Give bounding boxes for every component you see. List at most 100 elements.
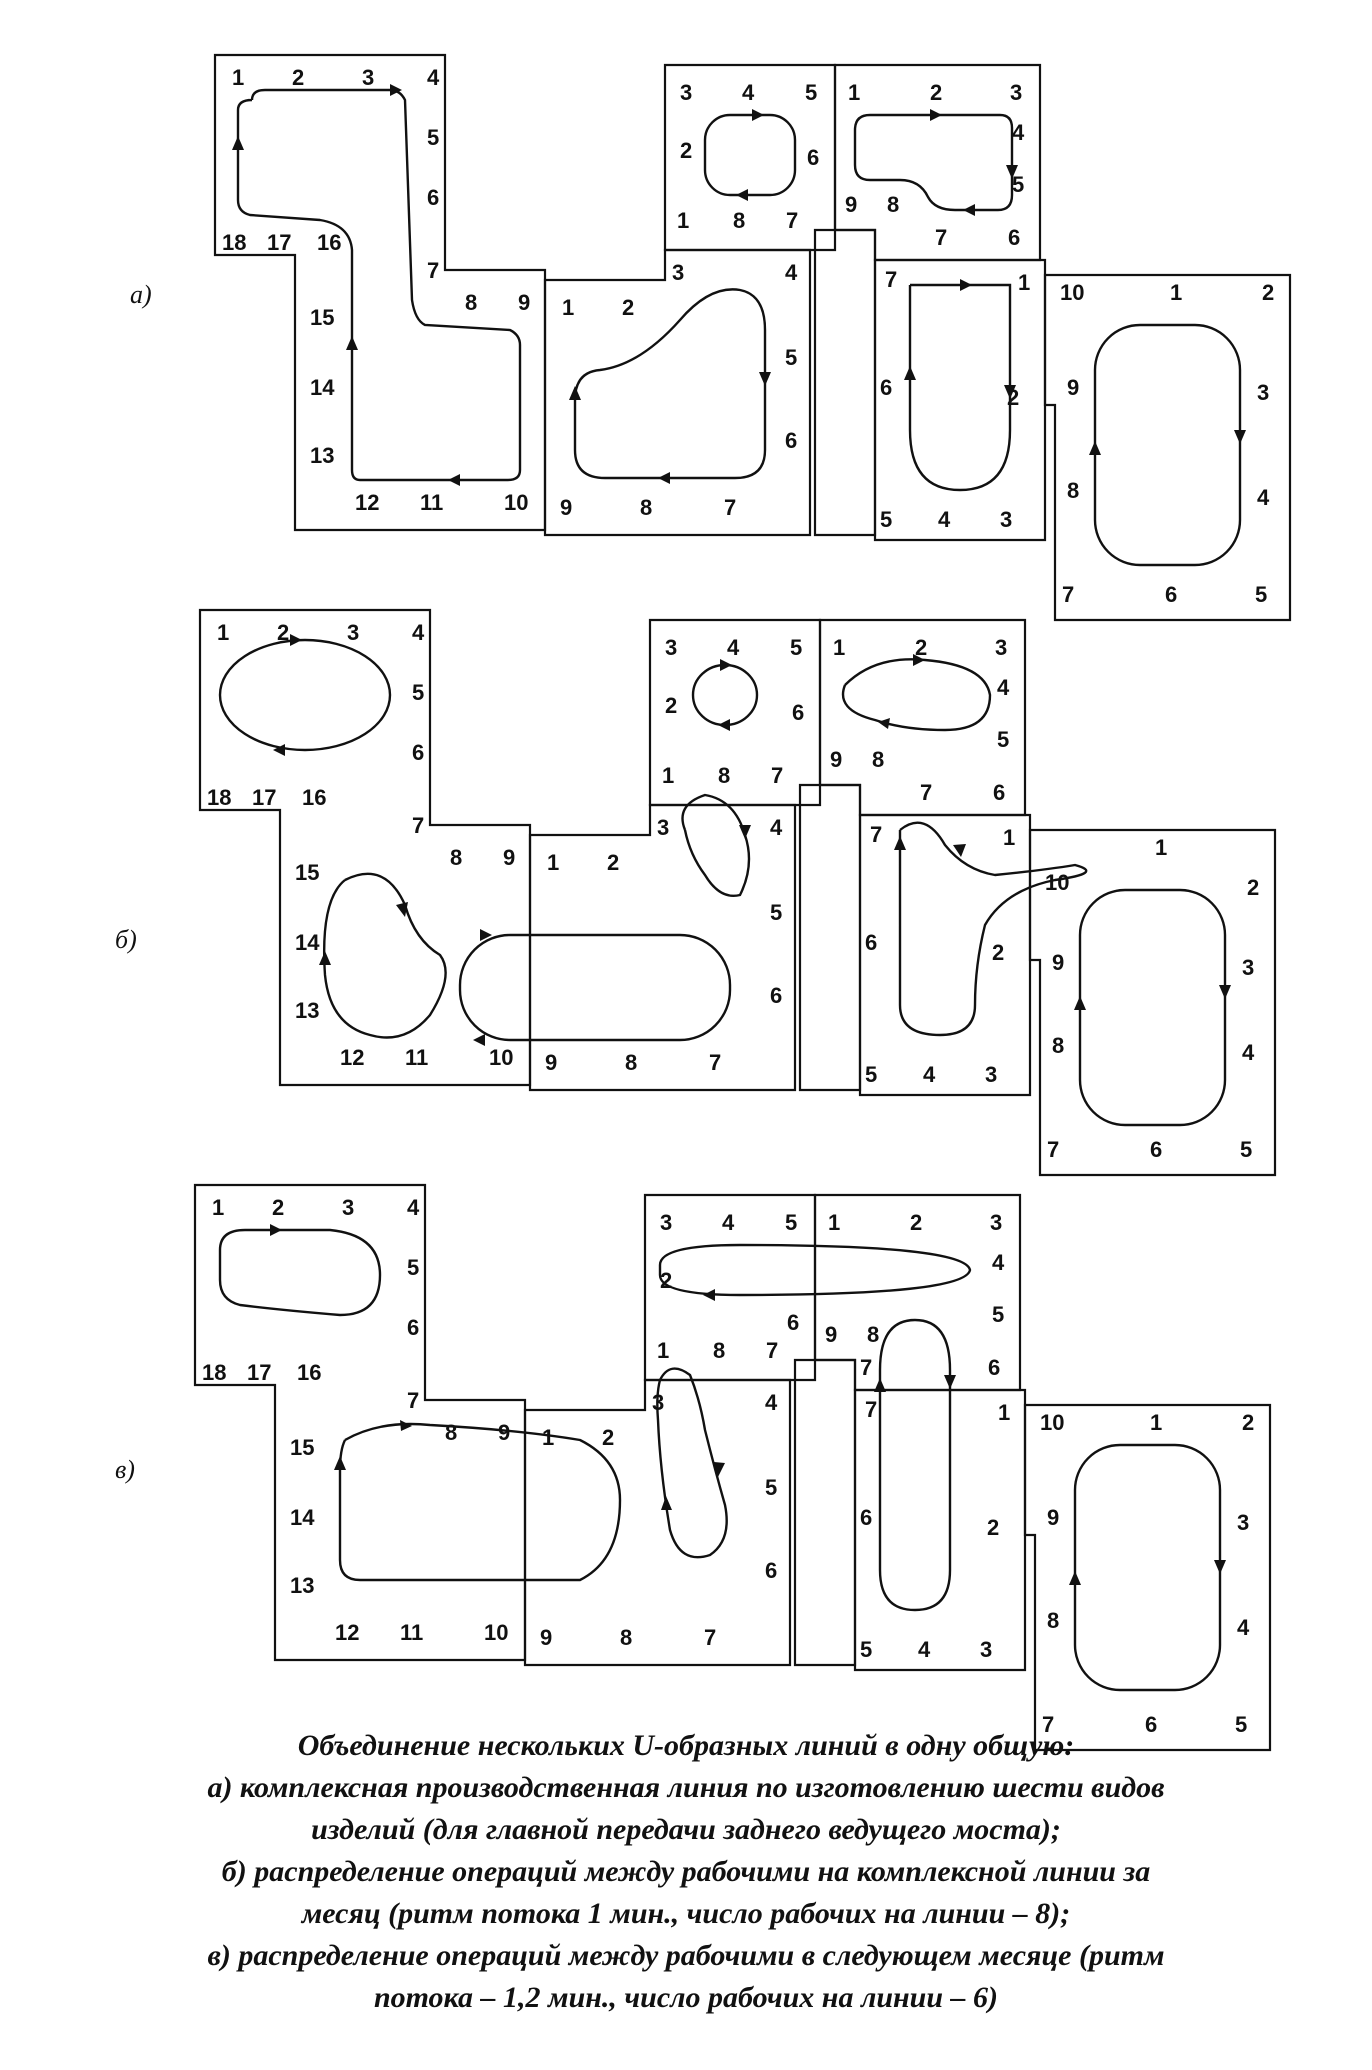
op-label: 1 <box>662 763 674 788</box>
diagram-b: б) 1 2 3 4 5 6 7 8 9 10 11 12 13 14 15 1… <box>115 608 1277 1177</box>
flow-loop <box>573 288 767 480</box>
op-label: 3 <box>985 1062 997 1087</box>
op-label: 14 <box>295 930 320 955</box>
flow-loop <box>691 663 759 727</box>
diagram-a-cell-6-labels: 1 2 3 4 5 6 7 8 9 10 <box>1060 280 1274 607</box>
op-label: 7 <box>407 1388 419 1413</box>
op-label: 6 <box>807 145 819 170</box>
op-label: 13 <box>290 1573 314 1598</box>
op-label: 2 <box>607 850 619 875</box>
arrow <box>390 84 402 96</box>
arrow <box>944 1375 956 1389</box>
op-label: 4 <box>765 1390 778 1415</box>
diagram-c-cell-3-labels: 1 2 3 4 5 6 7 8 <box>657 1210 799 1363</box>
op-label: 6 <box>1165 582 1177 607</box>
op-label: 7 <box>412 813 424 838</box>
diagram-a-cell-5-labels: 1 2 3 4 5 6 7 <box>880 267 1030 532</box>
diagram-b-cell-3-labels: 1 2 3 4 5 6 7 8 <box>662 635 804 788</box>
op-label: 2 <box>1242 1410 1254 1435</box>
caption-line: месяц (ритм потока 1 мин., число рабочих… <box>301 1897 1071 1930</box>
op-label: 8 <box>450 845 462 870</box>
diagram-b-cell-4-labels: 1 2 3 4 5 6 7 8 9 <box>830 635 1010 805</box>
op-label: 4 <box>1242 1040 1255 1065</box>
op-label: 6 <box>860 1505 872 1530</box>
op-label: 3 <box>995 635 1007 660</box>
diagram-b-cell-6-labels: 1 2 3 4 5 6 7 8 9 10 <box>1045 835 1259 1162</box>
arrow <box>963 204 975 216</box>
op-label: 4 <box>938 507 951 532</box>
op-label: 10 <box>1040 1410 1064 1435</box>
op-label: 4 <box>785 260 798 285</box>
op-label: 8 <box>625 1050 637 1075</box>
op-label: 5 <box>1255 582 1267 607</box>
diagram-c-cell-5-labels: 1 2 3 4 5 6 7 <box>860 1397 1010 1662</box>
arrow <box>270 1224 282 1236</box>
op-label: 7 <box>724 495 736 520</box>
op-label: 9 <box>498 1420 510 1445</box>
diagram-c-label: в) <box>115 1455 135 1484</box>
op-label: 2 <box>622 295 634 320</box>
op-label: 1 <box>1170 280 1182 305</box>
op-label: 9 <box>518 290 530 315</box>
arrow <box>334 1456 346 1470</box>
arrow <box>736 189 748 201</box>
arrow <box>319 951 331 965</box>
arrow <box>913 654 925 666</box>
arrow <box>904 366 916 380</box>
diagram-a-loops <box>232 84 1246 567</box>
arrow <box>953 844 966 857</box>
op-label: 9 <box>830 747 842 772</box>
op-label: 17 <box>252 785 276 810</box>
op-label: 3 <box>660 1210 672 1235</box>
op-label: 18 <box>202 1360 226 1385</box>
op-label: 6 <box>988 1355 1000 1380</box>
arrow <box>718 719 730 731</box>
op-label: 2 <box>665 693 677 718</box>
diagram-b-cell-1-labels: 1 2 3 4 5 6 7 8 9 10 11 12 13 14 15 16 1… <box>207 620 515 1070</box>
op-label: 4 <box>1012 120 1025 145</box>
op-label: 8 <box>887 192 899 217</box>
op-label: 6 <box>787 1310 799 1335</box>
op-label: 1 <box>848 80 860 105</box>
caption-line: изделий (для главной передачи заднего ве… <box>311 1813 1061 1846</box>
flow-loop <box>218 1228 382 1317</box>
op-label: 1 <box>562 295 574 320</box>
op-label: 12 <box>335 1620 359 1645</box>
op-label: 4 <box>997 675 1010 700</box>
op-label: 1 <box>833 635 845 660</box>
op-label: 12 <box>355 490 379 515</box>
arrow <box>874 1378 886 1392</box>
op-label: 6 <box>880 375 892 400</box>
op-label: 4 <box>1237 1615 1250 1640</box>
flow-loop <box>322 872 447 1039</box>
arrow <box>473 1034 485 1046</box>
op-label: 7 <box>704 1625 716 1650</box>
op-label: 8 <box>718 763 730 788</box>
op-label: 6 <box>1150 1137 1162 1162</box>
op-label: 7 <box>1047 1137 1059 1162</box>
flow-loop <box>1078 888 1227 1127</box>
op-label: 5 <box>880 507 892 532</box>
diagram-a-cells <box>213 53 1292 622</box>
arrow <box>714 1462 725 1477</box>
op-label: 2 <box>292 65 304 90</box>
op-label: 8 <box>713 1338 725 1363</box>
arrow <box>1006 165 1018 179</box>
caption-line: потока – 1,2 мин., число рабочих на лини… <box>373 1981 999 2014</box>
figure-caption: Объединение нескольких U-образных линий … <box>0 1725 1372 2019</box>
op-label: 1 <box>232 65 244 90</box>
op-label: 6 <box>407 1315 419 1340</box>
caption-line: а) комплексная производственная линия по… <box>207 1771 1165 1804</box>
op-label: 1 <box>657 1338 669 1363</box>
arrow <box>878 718 890 729</box>
op-label: 3 <box>362 65 374 90</box>
flow-loop <box>1073 1443 1222 1692</box>
arrow <box>232 136 244 150</box>
op-label: 5 <box>1240 1137 1252 1162</box>
diagram-c-cell-4-labels: 1 2 3 4 5 6 7 8 9 <box>825 1210 1005 1380</box>
arrow <box>739 825 751 839</box>
arrow <box>894 836 906 850</box>
op-label: 5 <box>992 1302 1004 1327</box>
arrow <box>658 472 670 484</box>
flow-loop <box>458 933 732 1042</box>
